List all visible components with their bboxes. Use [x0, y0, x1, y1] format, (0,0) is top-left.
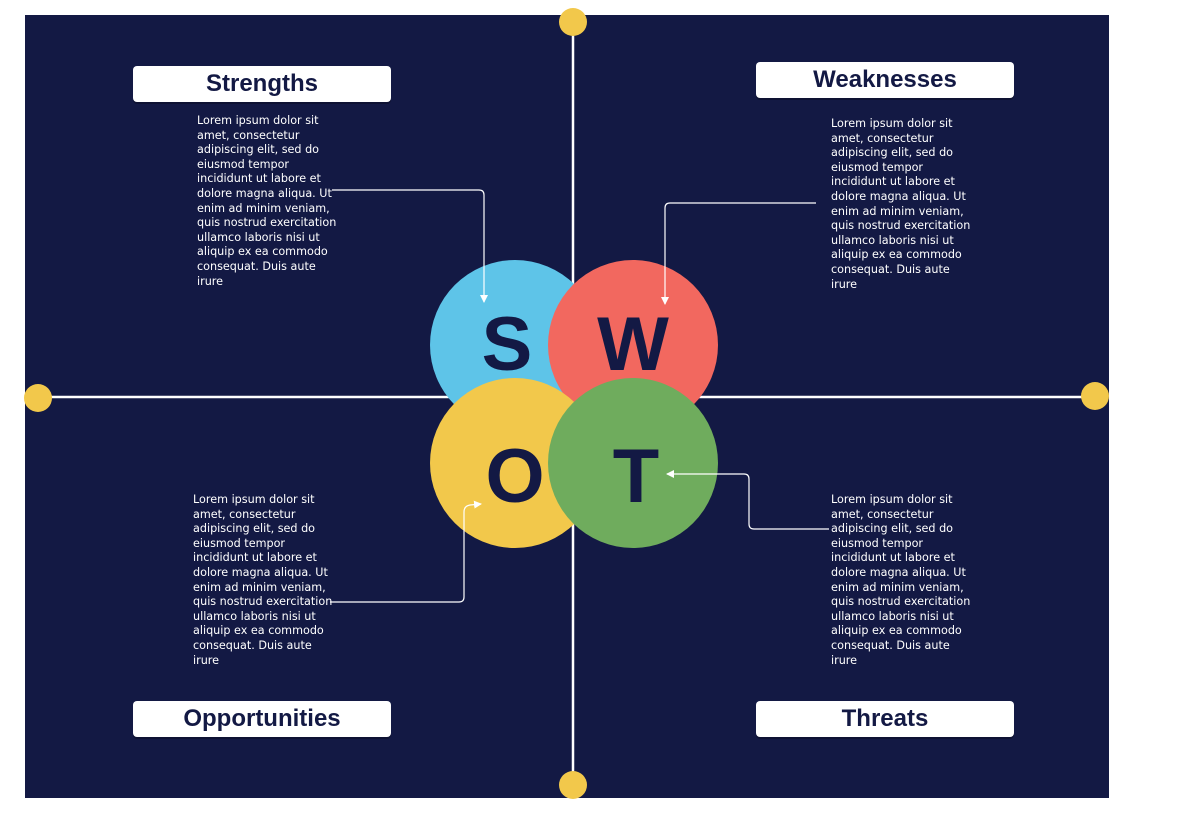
- strengths-text: Lorem ipsum dolor sit amet, consectetur …: [197, 114, 337, 288]
- threats-connector-arrow: [666, 470, 829, 530]
- letter-o: O: [485, 434, 544, 519]
- strengths-circle: [430, 260, 600, 430]
- letter-w: W: [597, 302, 669, 387]
- letter-s: S: [482, 302, 533, 387]
- opportunities-text: Lorem ipsum dolor sit amet, consectetur …: [193, 493, 333, 667]
- letter-t: T: [613, 434, 659, 519]
- threats-circle: [548, 378, 718, 548]
- opportunities-circle: [430, 378, 600, 548]
- weaknesses-circle: [548, 260, 718, 430]
- threats-label: Threats: [756, 701, 1014, 737]
- weaknesses-text: Lorem ipsum dolor sit amet, consectetur …: [831, 117, 971, 291]
- opportunities-connector-arrow: [330, 500, 482, 603]
- weaknesses-connector-arrow: [661, 202, 816, 305]
- axis-dot-bottom: [559, 771, 587, 799]
- threats-text: Lorem ipsum dolor sit amet, consectetur …: [831, 493, 971, 667]
- axis-dot-right: [1081, 382, 1109, 410]
- axis-dot-top: [559, 8, 587, 36]
- opportunities-label: Opportunities: [133, 701, 391, 737]
- weaknesses-label: Weaknesses: [756, 62, 1014, 98]
- strengths-connector-arrow: [332, 189, 488, 303]
- strengths-label: Strengths: [133, 66, 391, 102]
- axis-dot-left: [24, 384, 52, 412]
